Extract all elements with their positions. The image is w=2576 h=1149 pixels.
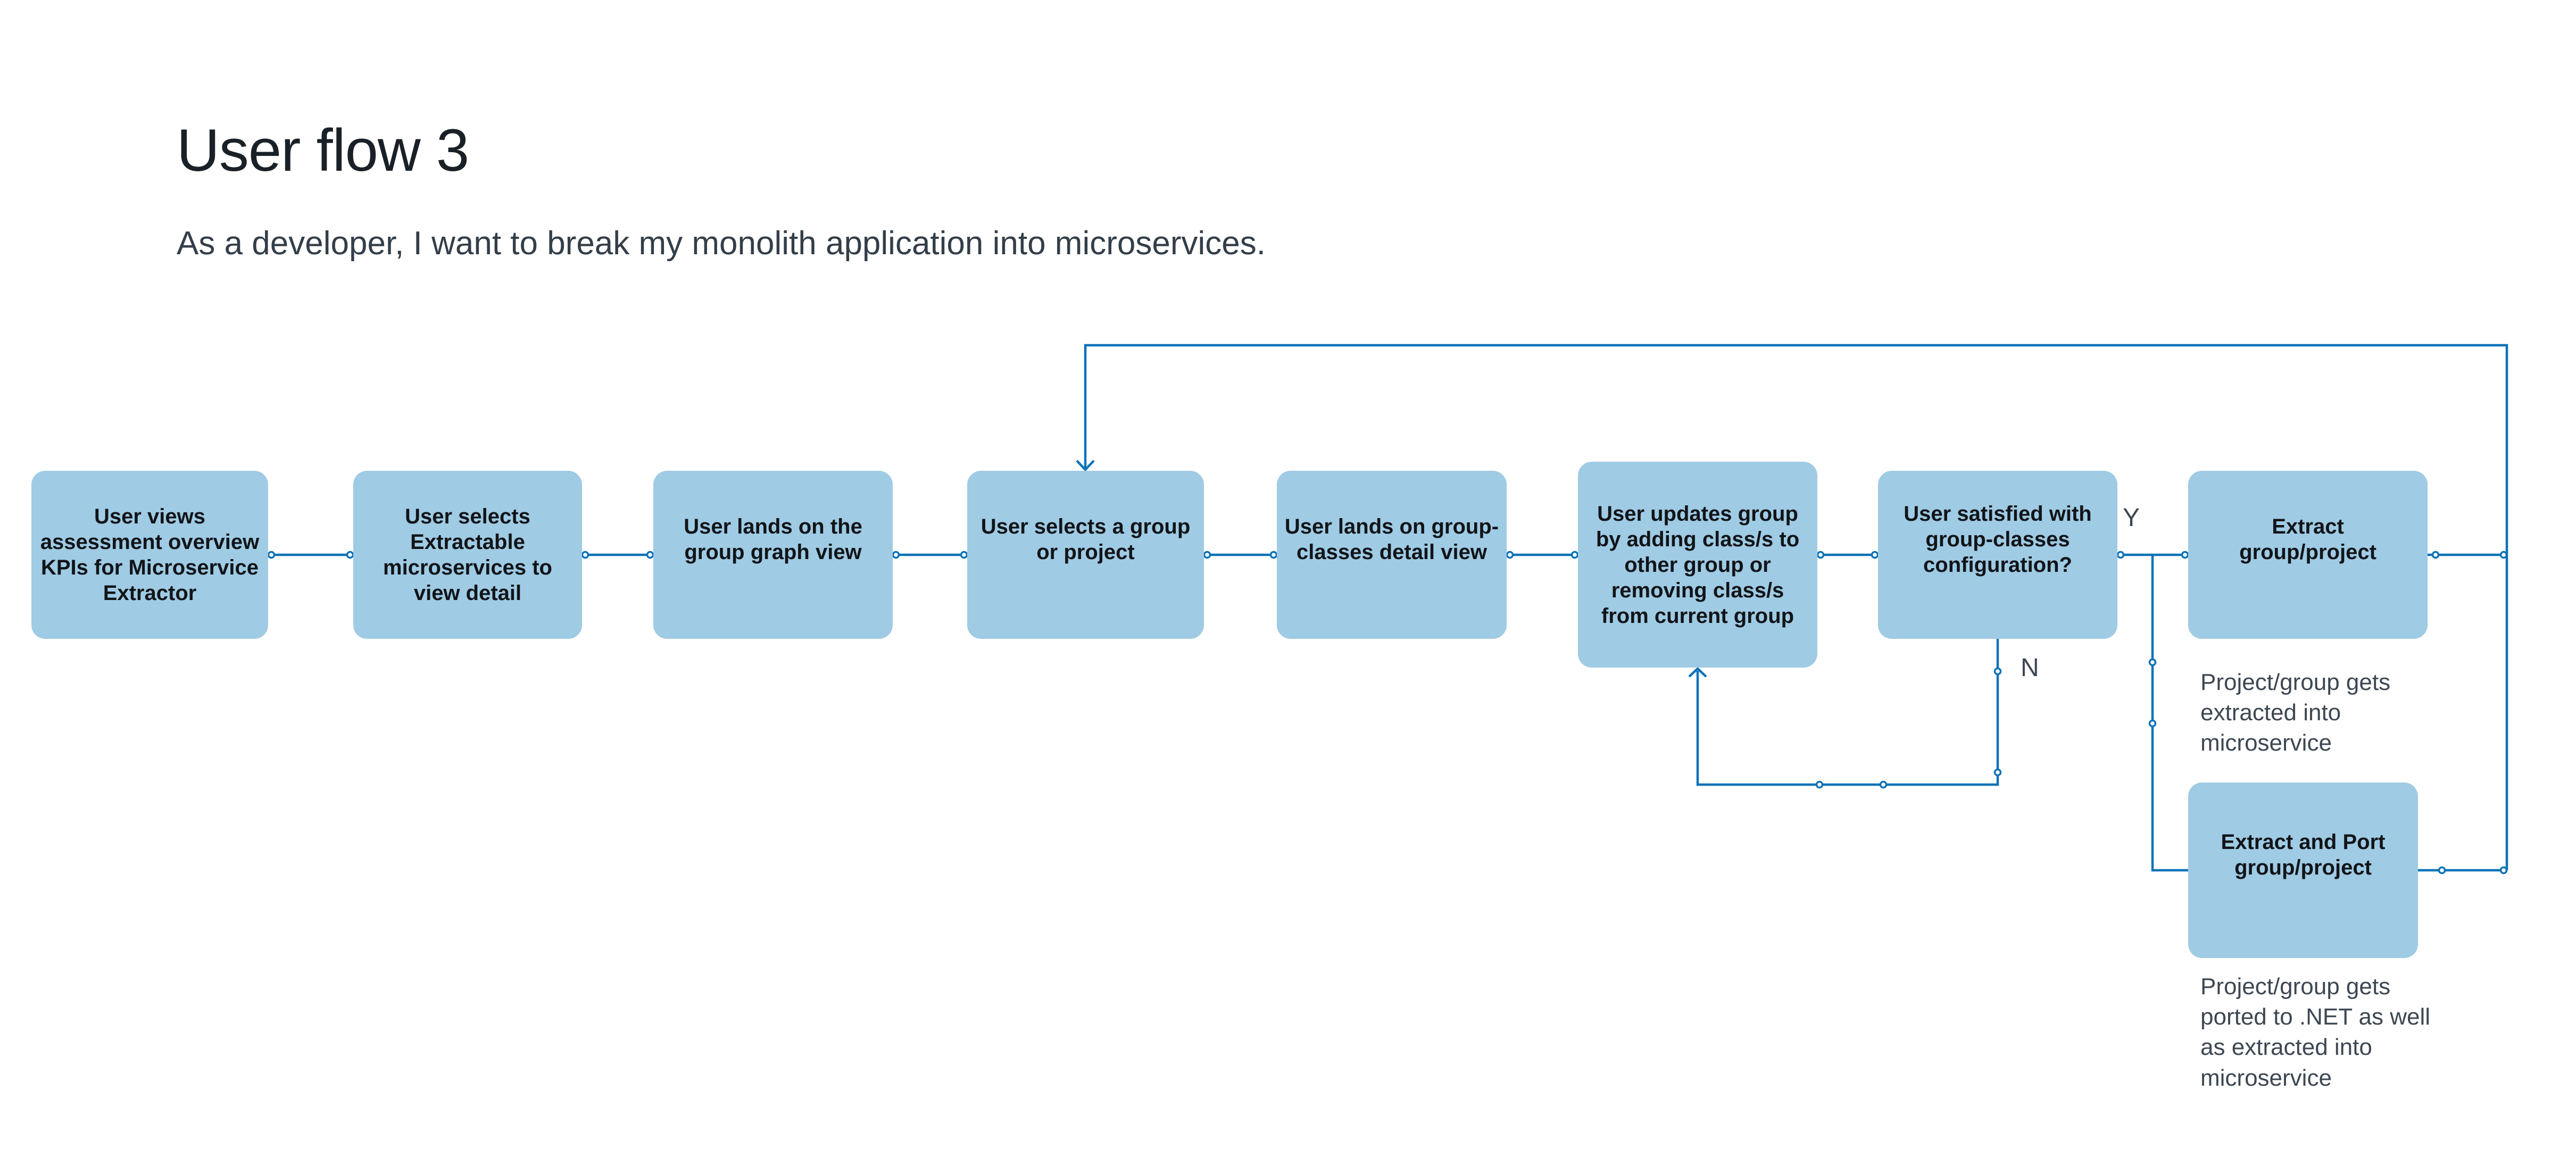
connector-no-loop-to-step6 xyxy=(1696,639,1999,786)
flow-step-land-group-classes-detail: User lands on group- classes detail view xyxy=(1277,471,1507,639)
branch-label-no: N xyxy=(2021,654,2039,682)
annotation-extract-and-port-result: Project/group gets ported to .NET as wel… xyxy=(2200,973,2431,1091)
flow-step-select-extractable-microservices: User selects Extractable microservices t… xyxy=(353,471,582,639)
arrowhead-down-into-step4 xyxy=(1076,460,1095,472)
arrowhead-up-into-step6 xyxy=(1688,667,1707,678)
page-subtitle: As a developer, I want to break my monol… xyxy=(177,225,1266,262)
flow-step-label: User selects Extractable microservices t… xyxy=(383,505,552,605)
flow-step-land-group-graph-view: User lands on the group graph view xyxy=(653,471,893,639)
page-title: User flow 3 xyxy=(177,117,469,184)
flow-step-extract-group-project: Extract group/project xyxy=(2188,471,2428,639)
connector-segments xyxy=(268,344,2508,872)
flow-step-label: User lands on the group graph view xyxy=(684,515,862,564)
flow-step-label: User updates group by adding class/s to … xyxy=(1596,502,1800,628)
connector-loop-back-to-step4 xyxy=(1084,344,2508,870)
connector-endpoint-dots xyxy=(267,551,2508,875)
flow-step-label: User satisfied with group-classes config… xyxy=(1904,502,2092,577)
flow-step-label: Extract group/project xyxy=(2239,515,2376,564)
flow-step-update-group-classes: User updates group by adding class/s to … xyxy=(1578,462,1817,668)
flow-step-select-group-or-project: User selects a group or project xyxy=(967,471,1204,639)
flow-step-extract-and-port-group-project: Extract and Port group/project xyxy=(2188,782,2418,958)
branch-label-yes: Y xyxy=(2123,504,2140,532)
flow-step-label: User lands on group- classes detail view xyxy=(1284,515,1499,564)
connector-yes-drop-to-step9 xyxy=(2151,555,2188,872)
annotation-extract-result: Project/group gets extracted into micros… xyxy=(2200,669,2391,756)
flow-step-label: User views assessment overview KPIs for … xyxy=(40,505,260,605)
flow-step-satisfied-decision: User satisfied with group-classes config… xyxy=(1878,471,2117,639)
flow-step-view-assessment-kpis: User views assessment overview KPIs for … xyxy=(31,471,268,639)
flow-step-label: User selects a group or project xyxy=(980,515,1191,564)
flow-step-label: Extract and Port group/project xyxy=(2221,830,2386,879)
